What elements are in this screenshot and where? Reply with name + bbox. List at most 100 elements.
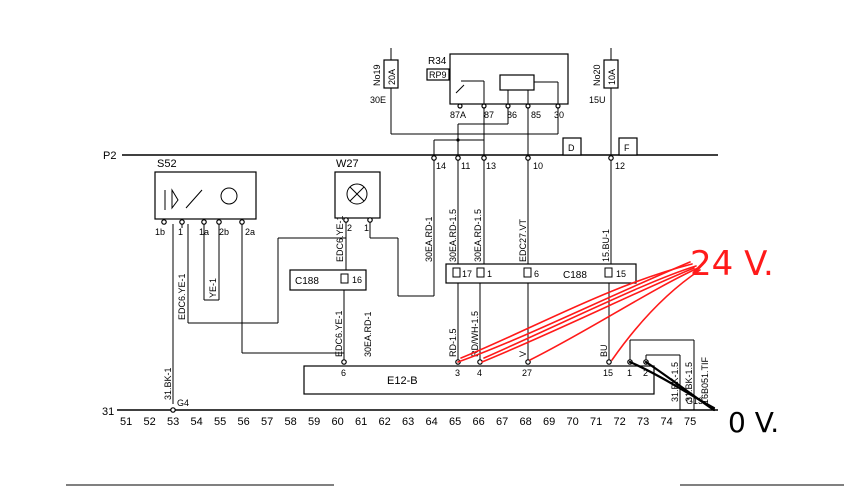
lamp-w27: W27 2 1 <box>188 158 381 324</box>
c188-right-pin-1: 1 <box>487 269 492 279</box>
e12b-pin-3: 3 <box>455 368 460 378</box>
annotation-0v: 0 V. <box>728 406 779 439</box>
scale-mark: 68 <box>520 416 532 428</box>
wire-label-12: 15.BU-1 <box>601 229 611 262</box>
fuse-no20-circuit: 15U <box>589 95 606 105</box>
scale-mark: 69 <box>543 416 555 428</box>
p2-pin-10: 10 <box>533 161 543 171</box>
scale-mark: 74 <box>661 416 673 428</box>
e12b-pin-2: 2 <box>643 368 648 378</box>
p2-pin-13: 13 <box>486 161 496 171</box>
ground-rail-label: 31 <box>102 406 114 418</box>
scale-mark: 57 <box>261 416 273 428</box>
e12b-pin-4: 4 <box>477 368 482 378</box>
wire-label-10: EDC27.VT <box>518 218 528 262</box>
s52-pin-2a: 2a <box>245 227 255 237</box>
scale-mark: 53 <box>167 416 179 428</box>
c188-left-name: C188 <box>295 276 319 287</box>
scale-mark: 62 <box>379 416 391 428</box>
wire-label-g4: 31.BK-1 <box>163 367 173 400</box>
relay-pin-86: 86 <box>507 110 517 120</box>
relay-sub: RP9 <box>429 70 447 80</box>
p2-pin-12: 12 <box>615 161 625 171</box>
annotation-0v-wires <box>628 360 716 412</box>
p2-pin-11: 11 <box>461 161 470 171</box>
scale-mark: 61 <box>355 416 367 428</box>
scale-mark: 72 <box>614 416 626 428</box>
s52-name: S52 <box>157 158 177 170</box>
scale-mark: 75 <box>684 416 696 428</box>
fuse-no20: 10A No20 15U <box>589 48 619 155</box>
connector-c188-right: 17 1 6 C188 15 <box>445 263 637 360</box>
fuse-no19-name: No19 <box>372 64 382 86</box>
switch-s52: S52 1b 1 1a 2b 2a <box>154 158 344 404</box>
fuse-no19-circuit: 30E <box>370 95 386 105</box>
annotation-24v-wires <box>457 261 701 363</box>
w27-pin-2: 2 <box>347 223 352 233</box>
c188-right-name: C188 <box>563 270 587 281</box>
w27-lamp-icon <box>346 183 368 205</box>
e12b-pin-27: 27 <box>522 368 532 378</box>
scale-mark: 65 <box>449 416 461 428</box>
p2-tab-d-label: D <box>568 143 575 153</box>
relay-coil <box>499 74 535 91</box>
p2-tab-f-label: F <box>624 143 630 153</box>
wire-label-s52-1: EDC6.YE-1 <box>177 273 187 320</box>
wire-label-11: 30EA.RD-1.5 <box>448 209 458 262</box>
c188-right-pin-15: 15 <box>616 269 626 279</box>
scale-mark: 52 <box>144 416 156 428</box>
s52-pin-2b: 2b <box>219 227 229 237</box>
fuse-no20-rating: 10A <box>607 69 617 85</box>
scale-mark: 63 <box>402 416 414 428</box>
e12b-name: E12-B <box>387 375 418 387</box>
c188-right-pin-6: 6 <box>534 269 539 279</box>
relay-pin-30: 30 <box>554 110 564 120</box>
p2-tab-f <box>618 137 638 156</box>
s52-lamp-icon <box>220 187 238 205</box>
scale-mark: 60 <box>332 416 344 428</box>
scale-mark: 55 <box>214 416 226 428</box>
s52-pin-1: 1 <box>178 227 183 237</box>
scale-mark: 70 <box>567 416 579 428</box>
wire-label-e27: V <box>518 351 528 357</box>
relay-r34: R34 RP9 87A 87 86 85 30 <box>426 53 569 155</box>
ground-g13: G13 <box>686 396 703 406</box>
annotation-24v: 24 V. <box>690 244 774 284</box>
connector-c188-left: C188 16 <box>289 269 367 360</box>
module-e12b: E12-B 6 3 4 27 15 1 2 <box>303 359 655 395</box>
scale-mark: 54 <box>191 416 203 428</box>
scale-mark: 56 <box>238 416 250 428</box>
wire-label-e4: RD/WH-1.5 <box>470 311 480 357</box>
scale-mark: 71 <box>590 416 602 428</box>
c188-left-pin: 16 <box>352 275 362 285</box>
scale-mark: 51 <box>120 416 132 428</box>
scale-mark: 73 <box>637 416 649 428</box>
e12b-pin-15: 15 <box>603 368 613 378</box>
relay-name: R34 <box>428 56 447 67</box>
wire-label-14: 30EA.RD-1 <box>424 216 434 262</box>
p2-pin-14: 14 <box>436 161 446 171</box>
p2-pins: 14 11 13 10 12 <box>369 155 625 297</box>
scale-mark: 58 <box>285 416 297 428</box>
e12b-pin-1: 1 <box>627 368 632 378</box>
relay-switch <box>455 84 465 94</box>
wire-label-gnd2: 31.BK-1.5 <box>684 362 694 402</box>
scale-mark: 67 <box>496 416 508 428</box>
wire-label-e15: BU <box>599 344 609 357</box>
s52-pin-1b: 1b <box>155 227 165 237</box>
wire-label-w27-2: EDC6.YE-1 <box>335 215 345 262</box>
relay-pin-85: 85 <box>531 110 541 120</box>
wire-label-e3: RD-1.5 <box>448 328 458 357</box>
figure-id: 16B051.TIF <box>700 356 710 404</box>
wire-label-13: 30EA.RD-1.5 <box>473 209 483 262</box>
fuse-no19: 20A No19 30E <box>370 48 458 135</box>
c188-right-pin-17: 17 <box>462 269 472 279</box>
p2-rail-label: P2 <box>103 150 116 162</box>
ground-g4: G4 <box>177 398 189 408</box>
wire-label-e6b: 30EA.RD-1 <box>363 311 373 357</box>
wire-label-e6: EDC6.YE-1 <box>334 310 344 357</box>
scale-mark: 66 <box>473 416 485 428</box>
scale-mark: 59 <box>308 416 320 428</box>
